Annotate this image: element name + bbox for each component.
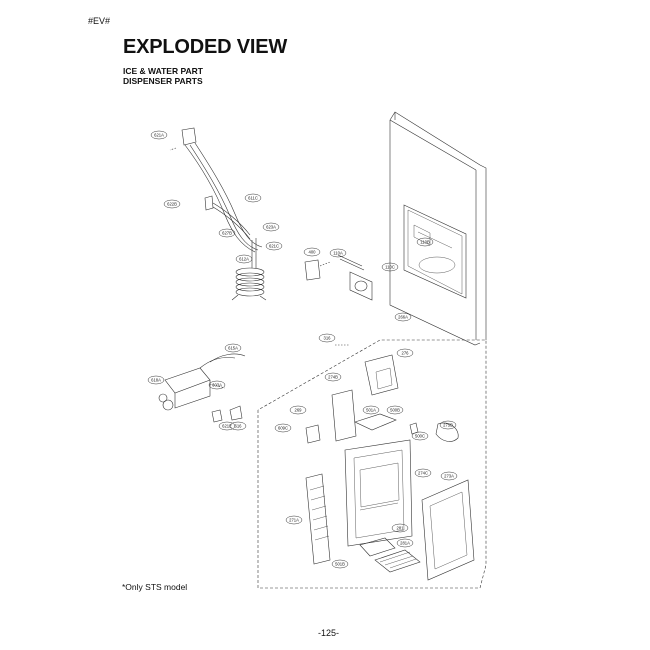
water-valve-drawing: [158, 353, 246, 423]
callout-612a: 612A: [239, 257, 249, 262]
callout-500b: 500B: [390, 408, 400, 413]
callout-110b: 110B: [420, 240, 430, 245]
section-subtitle-ice-water: ICE & WATER PART: [123, 66, 203, 76]
callout-269: 269: [295, 408, 303, 413]
callout-110c: 110C: [385, 265, 395, 270]
callout-bubbles: [147, 130, 458, 569]
callout-274c: 274C: [418, 471, 428, 476]
section-subtitle-dispenser: DISPENSER PARTS: [123, 76, 203, 86]
callout-501b: 501B: [335, 562, 345, 567]
callout-618a: 618A: [151, 378, 161, 383]
page-title: EXPLODED VIEW: [123, 36, 288, 58]
callout-400: 400: [309, 250, 317, 255]
callout-500c: 500C: [415, 434, 425, 439]
callout-627b: 627B: [222, 231, 232, 236]
callout-110a: 110A: [333, 251, 343, 256]
footnote: *Only STS model: [122, 582, 188, 592]
callout-622b: 622B: [167, 202, 177, 207]
solenoid-drawing: [304, 254, 373, 301]
document-code: #EV#: [88, 16, 111, 26]
callout-281: 281: [397, 526, 405, 531]
callout-609c: 609C: [278, 426, 288, 431]
callout-271a: 271A: [289, 518, 299, 523]
callout-616: 616: [235, 424, 243, 429]
sts-boundary-box: [257, 339, 487, 589]
door-panel-drawing: [389, 111, 487, 346]
callout-621e: 621E: [222, 424, 232, 429]
callout-316: 316: [324, 336, 332, 341]
callout-274b: 274B: [328, 375, 338, 380]
callout-281a: 281A: [400, 541, 410, 546]
callout-615a: 615A: [228, 346, 238, 351]
callout-501a: 501A: [366, 408, 376, 413]
callout-611c: 611C: [248, 196, 258, 201]
callout-273a: 273A: [444, 474, 454, 479]
dispenser-parts-drawing: [305, 344, 475, 581]
callout-621a: 621A: [154, 133, 164, 138]
callout-623a: 623A: [266, 225, 276, 230]
water-tube-drawing: [169, 127, 267, 301]
callout-621c: 621C: [269, 244, 279, 249]
callout-266a: 266A: [398, 315, 408, 320]
page-number: -125-: [318, 628, 340, 638]
callout-276: 276: [402, 351, 410, 356]
callout-275b: 275B: [443, 423, 453, 428]
callout-labels: 621A 622B 611C 623A 627B 621C 612A 400 1…: [151, 133, 454, 567]
callout-603a: 603A: [212, 383, 222, 388]
